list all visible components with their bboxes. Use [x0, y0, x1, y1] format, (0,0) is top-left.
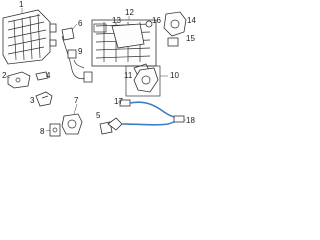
callout-7: 7	[74, 96, 79, 105]
small-valve-part	[49, 123, 61, 137]
hose-part	[61, 27, 93, 83]
fitting-part	[167, 37, 179, 47]
callout-9: 9	[78, 47, 83, 56]
bolt-part	[145, 20, 153, 28]
oxygen-sensor-part	[119, 99, 181, 119]
callout-18: 18	[186, 116, 195, 125]
parts-diagram: 1 2 4 3 8 7 6 9 5	[2, 0, 196, 137]
egr-valve-part	[163, 11, 187, 37]
callout-16: 16	[152, 16, 161, 25]
callout-14: 14	[187, 16, 196, 25]
pipe-part	[67, 49, 85, 69]
clip-part	[35, 71, 49, 81]
callout-3: 3	[30, 96, 35, 105]
sensor-housing-part	[125, 65, 161, 97]
callout-12: 12	[125, 8, 134, 17]
callout-17: 17	[114, 97, 123, 106]
callout-8: 8	[40, 127, 45, 136]
callout-1: 1	[19, 0, 24, 9]
valve-part	[61, 113, 83, 135]
gasket-part	[93, 23, 107, 33]
intake-frame-part	[91, 19, 157, 67]
callout-2: 2	[2, 71, 7, 80]
bracket-part	[7, 71, 31, 89]
callout-5: 5	[96, 111, 101, 120]
sensor-part	[35, 91, 53, 107]
canister-part	[2, 9, 57, 65]
callout-11: 11	[124, 71, 133, 80]
oxygen-sensor-lower-part	[107, 115, 185, 131]
callout-15: 15	[186, 34, 195, 43]
callout-6: 6	[78, 19, 83, 28]
callout-4: 4	[46, 71, 51, 80]
callout-10: 10	[170, 71, 179, 80]
callout-13: 13	[112, 16, 121, 25]
